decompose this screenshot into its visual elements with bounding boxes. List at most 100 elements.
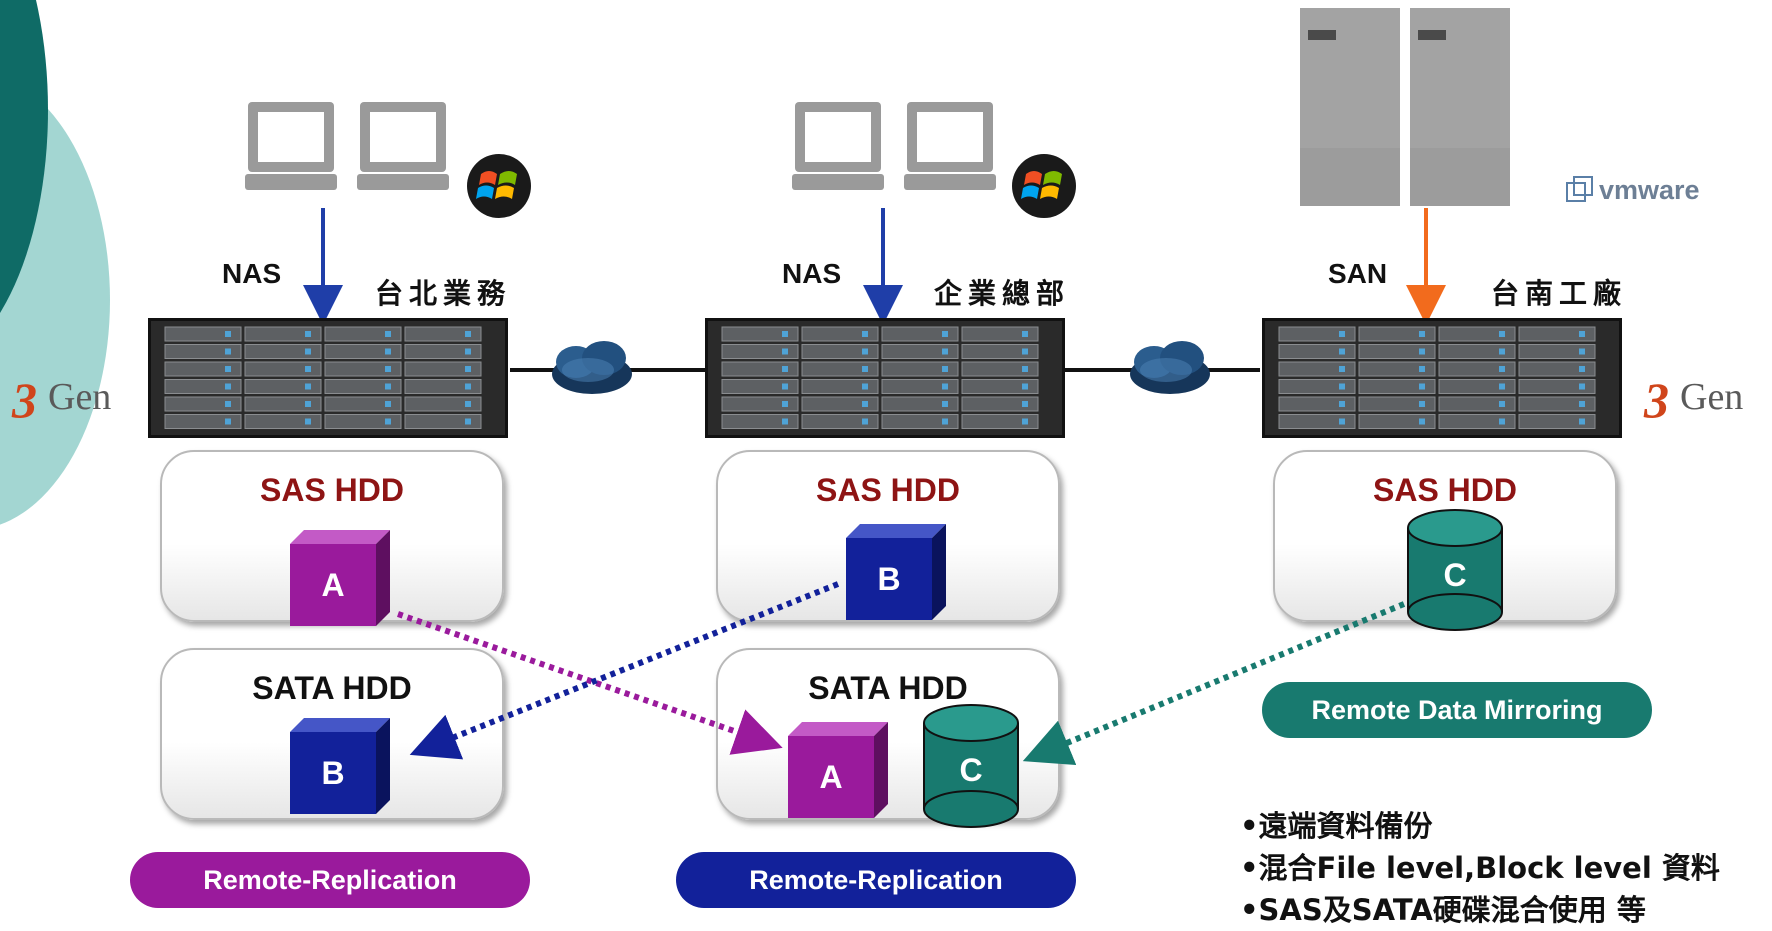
drive-led [1579,383,1585,390]
drive-led [862,401,868,407]
drive-led [305,348,311,355]
drive-led [942,401,948,407]
drive-led [1339,418,1345,425]
drive-led [465,401,471,407]
pill-remote-replication-center: Remote-Replication [676,852,1076,908]
pill-remote-replication-left: Remote-Replication [130,852,530,908]
drive-bay [1278,361,1356,377]
drive-led [385,401,391,407]
drive-led [1419,418,1425,425]
drive-led [862,348,868,355]
drive-led [862,331,868,337]
drive-bay [1358,326,1436,342]
feature-bullets: •遠端資料備份 •混合File level,Block level 資料 •SA… [1240,805,1770,931]
drive-bay [404,326,482,342]
drive-led [305,366,311,372]
drive-led [1339,383,1345,390]
drive-led [385,383,391,390]
drive-led [1339,401,1345,407]
drive-led [225,418,231,425]
drive-led [385,348,391,355]
brand-logo-text: Gen [1680,376,1744,418]
drive-bay [1518,396,1596,412]
drive-led [1419,401,1425,407]
drive-bay [164,396,242,412]
tower-server-icon [1300,8,1400,206]
drive-bay [404,414,482,429]
drive-bay [404,396,482,412]
drive-led [1022,418,1028,425]
sas-panel-title: SAS HDD [259,472,404,508]
cylinder-c-sata [923,704,1019,828]
site-name-center: 企業總部 [934,277,1071,310]
drive-led [942,348,948,355]
block-label-a: A [819,758,843,795]
drive-bay [164,379,242,394]
drive-led [942,383,948,390]
drive-bay [404,361,482,377]
block-label-c: C [1443,556,1467,593]
drive-bay [164,361,242,377]
drive-led [942,331,948,337]
brand-logo-digit: 3 [1644,372,1669,428]
drive-led [1022,331,1028,337]
sata-panel-title: SATA HDD [808,670,968,706]
drive-led [465,366,471,372]
drive-bay [1358,344,1436,359]
drive-led [862,383,868,390]
drive-led [465,418,471,425]
pill-remote-data-mirroring: Remote Data Mirroring [1262,682,1652,738]
drive-led [1419,331,1425,337]
drive-bay [1358,361,1436,377]
monitor-icon [245,102,337,190]
drive-led [1419,383,1425,390]
drive-bay [801,414,879,429]
cube-b-sata [290,718,390,814]
drive-led [1022,401,1028,407]
cube-a-sas [290,530,390,626]
drive-bay [961,396,1039,412]
drive-bays [721,326,1039,429]
drive-led [782,348,788,355]
drive-bay [721,344,799,359]
drive-led [782,418,788,425]
diagram-canvas: vmware NAS 台北業務 NAS 企業總部 SAN 台南工廠 3 Gen … [0,0,1744,927]
drive-bay [881,379,959,394]
client-monitors-center [792,102,996,190]
cloud-icon [552,341,632,394]
drive-bay [1438,344,1516,359]
cube-b-sas [846,524,946,620]
drive-led [305,383,311,390]
drive-led [1579,331,1585,337]
drive-led [1579,418,1585,425]
drive-bay [1278,379,1356,394]
vmware-logo: vmware [1565,170,1705,210]
protocol-label-right: SAN [1328,258,1388,289]
drive-bay [324,396,402,412]
protocol-label-center: NAS [782,258,842,289]
drive-bay [801,344,879,359]
drive-led [1499,401,1505,407]
drive-bay [1518,379,1596,394]
drive-bay [244,361,322,377]
drive-led [1419,366,1425,372]
drive-bay [961,379,1039,394]
protocol-label-left: NAS [222,258,282,289]
drive-bay [1438,361,1516,377]
drive-led [1579,401,1585,407]
drive-bay [1518,414,1596,429]
drive-led [1022,348,1028,355]
brand-logo-text: Gen [48,376,112,418]
drive-bay [324,326,402,342]
drive-led [465,348,471,355]
drive-bay [1438,326,1516,342]
decorative-circles [0,0,110,525]
drive-led [782,331,788,337]
drive-bay [1278,326,1356,342]
drive-bay [721,379,799,394]
drive-bay [1278,414,1356,429]
drive-bay [801,379,879,394]
drive-bay [721,361,799,377]
drive-bay [1278,344,1356,359]
drive-bay [164,326,242,342]
